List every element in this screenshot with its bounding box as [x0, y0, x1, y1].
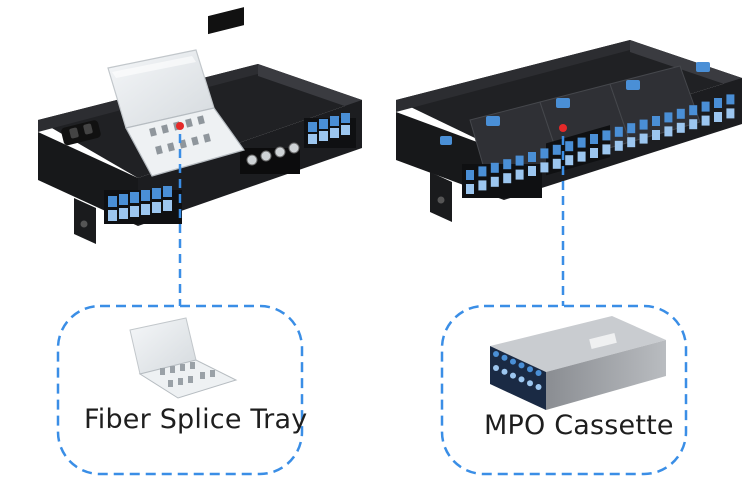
adapter-port [565, 155, 574, 166]
adapter-port [701, 115, 710, 126]
adapter-port [515, 155, 524, 166]
right-marker-dot [559, 124, 567, 132]
cassette-port [493, 365, 499, 371]
adapter-port [540, 162, 549, 173]
cassette-port [535, 370, 542, 376]
adapter-port [540, 148, 549, 159]
adapter-port [614, 126, 623, 137]
fiber-splice-tray-caption: Fiber Splice Tray [84, 404, 308, 435]
adapter-port [664, 126, 673, 137]
adapter-port [565, 141, 574, 152]
left-middle-connectors [240, 142, 300, 174]
adapter-port [478, 180, 487, 191]
adapter-port [689, 105, 698, 116]
adapter-port [478, 166, 487, 177]
adapter-port [639, 133, 648, 144]
adapter-port [490, 176, 499, 187]
adapter-port [676, 122, 685, 133]
adapter-port [503, 159, 512, 170]
adapter-port [639, 119, 648, 130]
cassette-port [510, 358, 516, 365]
adapter-port [614, 140, 623, 151]
adapter-port [503, 173, 512, 184]
cassette-port [527, 380, 533, 387]
adapter-port [676, 108, 685, 119]
cassette-port [501, 354, 508, 361]
cassette-port [518, 376, 525, 383]
left-callout-box [56, 304, 304, 476]
adapter-port [577, 151, 586, 162]
adapter-port [726, 94, 735, 105]
adapter-port [652, 116, 660, 126]
left-front-adapters [104, 186, 182, 224]
adapter-port [602, 130, 611, 141]
adapter-port [714, 112, 722, 122]
right-enclosure [396, 40, 742, 222]
adapter-port [590, 148, 598, 158]
left-right-adapters [304, 113, 356, 148]
adapter-port [590, 134, 598, 144]
cassette-port [493, 351, 499, 357]
adapter-port [552, 144, 561, 155]
adapter-port [466, 170, 474, 180]
adapter-port [515, 169, 524, 180]
splice-tray-in-enclosure [107, 49, 245, 177]
right-callout-box [440, 304, 688, 476]
adapter-port [490, 162, 499, 173]
cassette-port [527, 366, 533, 373]
splice-tray-icon [129, 317, 238, 399]
left-marker-dot [176, 122, 184, 130]
mpo-cassette-icon [490, 316, 666, 410]
adapter-port [627, 137, 636, 148]
adapter-port [714, 98, 722, 108]
adapter-port [701, 101, 710, 112]
cassette-port [501, 368, 508, 375]
right-adapter-grid [466, 94, 735, 194]
mpo-cassette-caption: MPO Cassette [484, 410, 674, 441]
cassette-port [535, 384, 542, 390]
adapter-port [627, 123, 636, 134]
adapter-port [466, 184, 474, 194]
adapter-port [652, 130, 660, 140]
cassette-port [510, 372, 516, 379]
adapter-port [602, 144, 611, 155]
adapter-port [689, 119, 698, 130]
cassette-port [518, 362, 525, 369]
adapter-port [528, 152, 536, 162]
adapter-port [726, 108, 735, 119]
adapter-port [577, 137, 586, 148]
adapter-port [664, 112, 673, 123]
adapter-port [528, 166, 536, 176]
adapter-port [552, 158, 561, 169]
